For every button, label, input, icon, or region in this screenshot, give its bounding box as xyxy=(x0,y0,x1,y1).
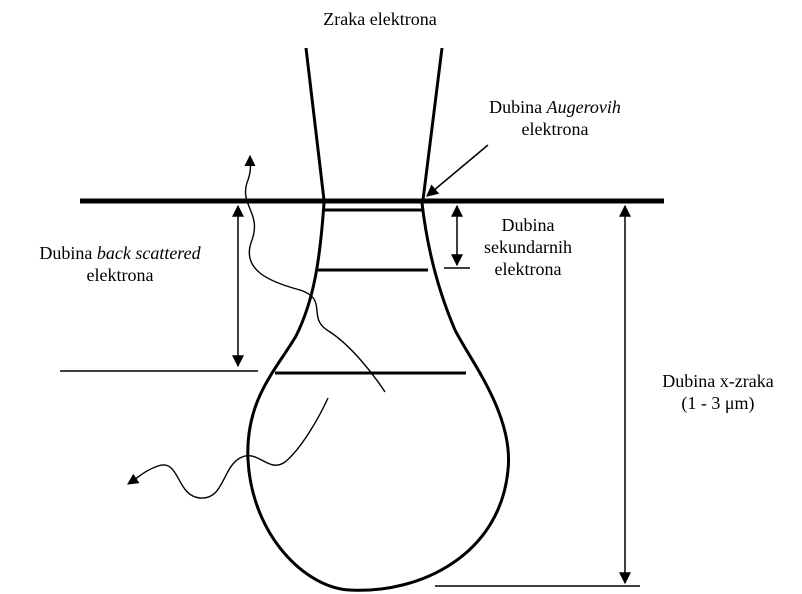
beam-label: Zraka elektrona xyxy=(300,8,460,30)
xray-photon-trajectory xyxy=(128,398,328,498)
beam-left-edge xyxy=(306,48,324,200)
beam-right-edge xyxy=(423,48,442,200)
auger-pointer-arrow xyxy=(427,145,488,196)
auger-depth-label: Dubina Augerovih elektrona xyxy=(470,96,640,140)
secondary-depth-label: Dubina sekundarnih elektrona xyxy=(468,214,588,280)
xray-depth-label: Dubina x-zraka (1 - 3 μm) xyxy=(638,370,798,414)
backscatter-depth-label: Dubina back scattered elektrona xyxy=(10,242,230,286)
